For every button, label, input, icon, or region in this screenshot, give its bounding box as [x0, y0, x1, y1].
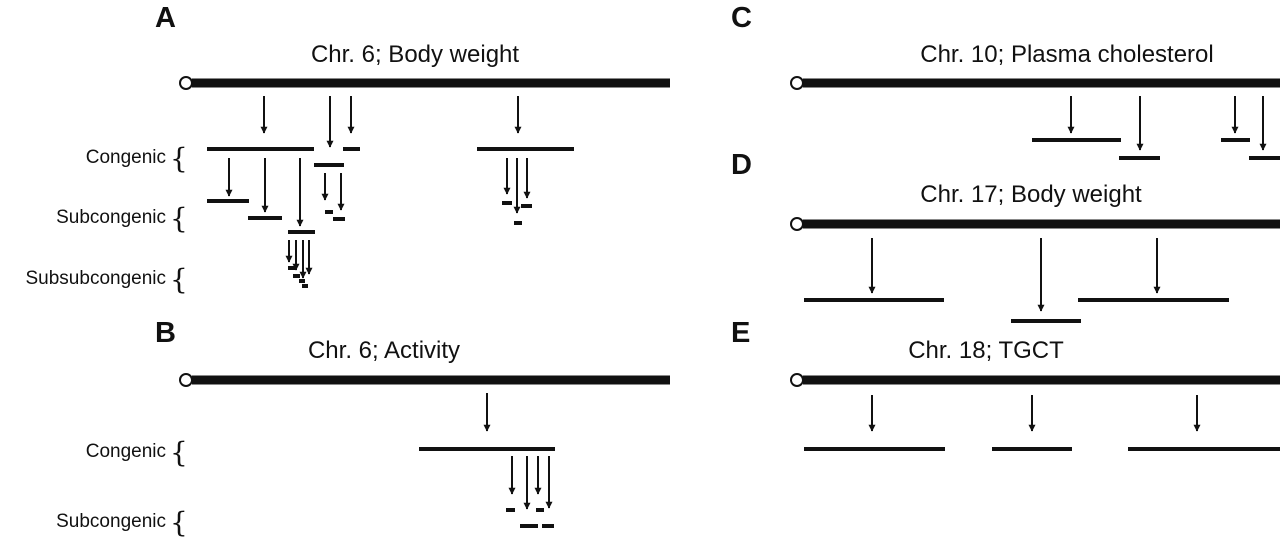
- panel-a-letter: A: [155, 2, 176, 34]
- panel-d-arrows: [868, 238, 1161, 312]
- panel-a-brace-subsubcongenic: {: [170, 263, 188, 296]
- panel-b-chromosome: [179, 373, 670, 387]
- panel-a-row-label-subsubcongenic: Subsubcongenic: [26, 268, 167, 289]
- panel-c-chromosome: [790, 76, 1280, 90]
- panel-e-letter: E: [731, 317, 750, 349]
- panel-a-brace-congenic: {: [170, 142, 188, 175]
- panel-a-row-label-congenic: Congenic: [86, 147, 166, 168]
- panel-e-chromosome: [790, 373, 1280, 387]
- panel-b-arrows: [483, 393, 553, 510]
- panel-d-segments: [804, 298, 1229, 323]
- panel-a-brace-subcongenic: {: [170, 202, 188, 235]
- panel-b-brace-subcongenic: {: [170, 506, 188, 539]
- panel-a-title: Chr. 6; Body weight: [311, 41, 519, 68]
- panel-c-title: Chr. 10; Plasma cholesterol: [920, 41, 1213, 68]
- panel-d-chromosome: [790, 217, 1280, 231]
- panel-d-title: Chr. 17; Body weight: [920, 181, 1142, 208]
- panel-a-arrows: [225, 96, 531, 279]
- panel-c-arrows: [1067, 96, 1267, 151]
- panel-d-letter: D: [731, 149, 752, 181]
- panel-b-letter: B: [155, 317, 176, 349]
- panel-e-title: Chr. 18; TGCT: [908, 337, 1064, 364]
- panel-e-arrows: [868, 395, 1201, 432]
- panel-b-title: Chr. 6; Activity: [308, 337, 460, 364]
- panel-c-segments: [1032, 138, 1280, 160]
- panel-b-row-label-subcongenic: Subcongenic: [56, 511, 166, 532]
- panel-a-row-label-subcongenic: Subcongenic: [56, 207, 166, 228]
- panel-c: C Chr. 10; Plasma cholesterol: [731, 2, 1280, 160]
- panel-a-segments: [207, 147, 574, 288]
- panel-b-brace-congenic: {: [170, 436, 188, 469]
- panel-a-chromosome: [179, 76, 670, 90]
- panel-e: E Chr. 18; TGCT: [731, 317, 1280, 451]
- panel-b-segments: [419, 447, 555, 528]
- panel-a: A Chr. 6; Body weight Congenic { Subcong…: [26, 2, 670, 296]
- panel-b-row-label-congenic: Congenic: [86, 441, 166, 462]
- panel-c-letter: C: [731, 2, 752, 34]
- panel-b: B Chr. 6; Activity Congenic { Subcongeni…: [56, 317, 670, 539]
- panel-d: D Chr. 17; Body weight: [731, 149, 1280, 323]
